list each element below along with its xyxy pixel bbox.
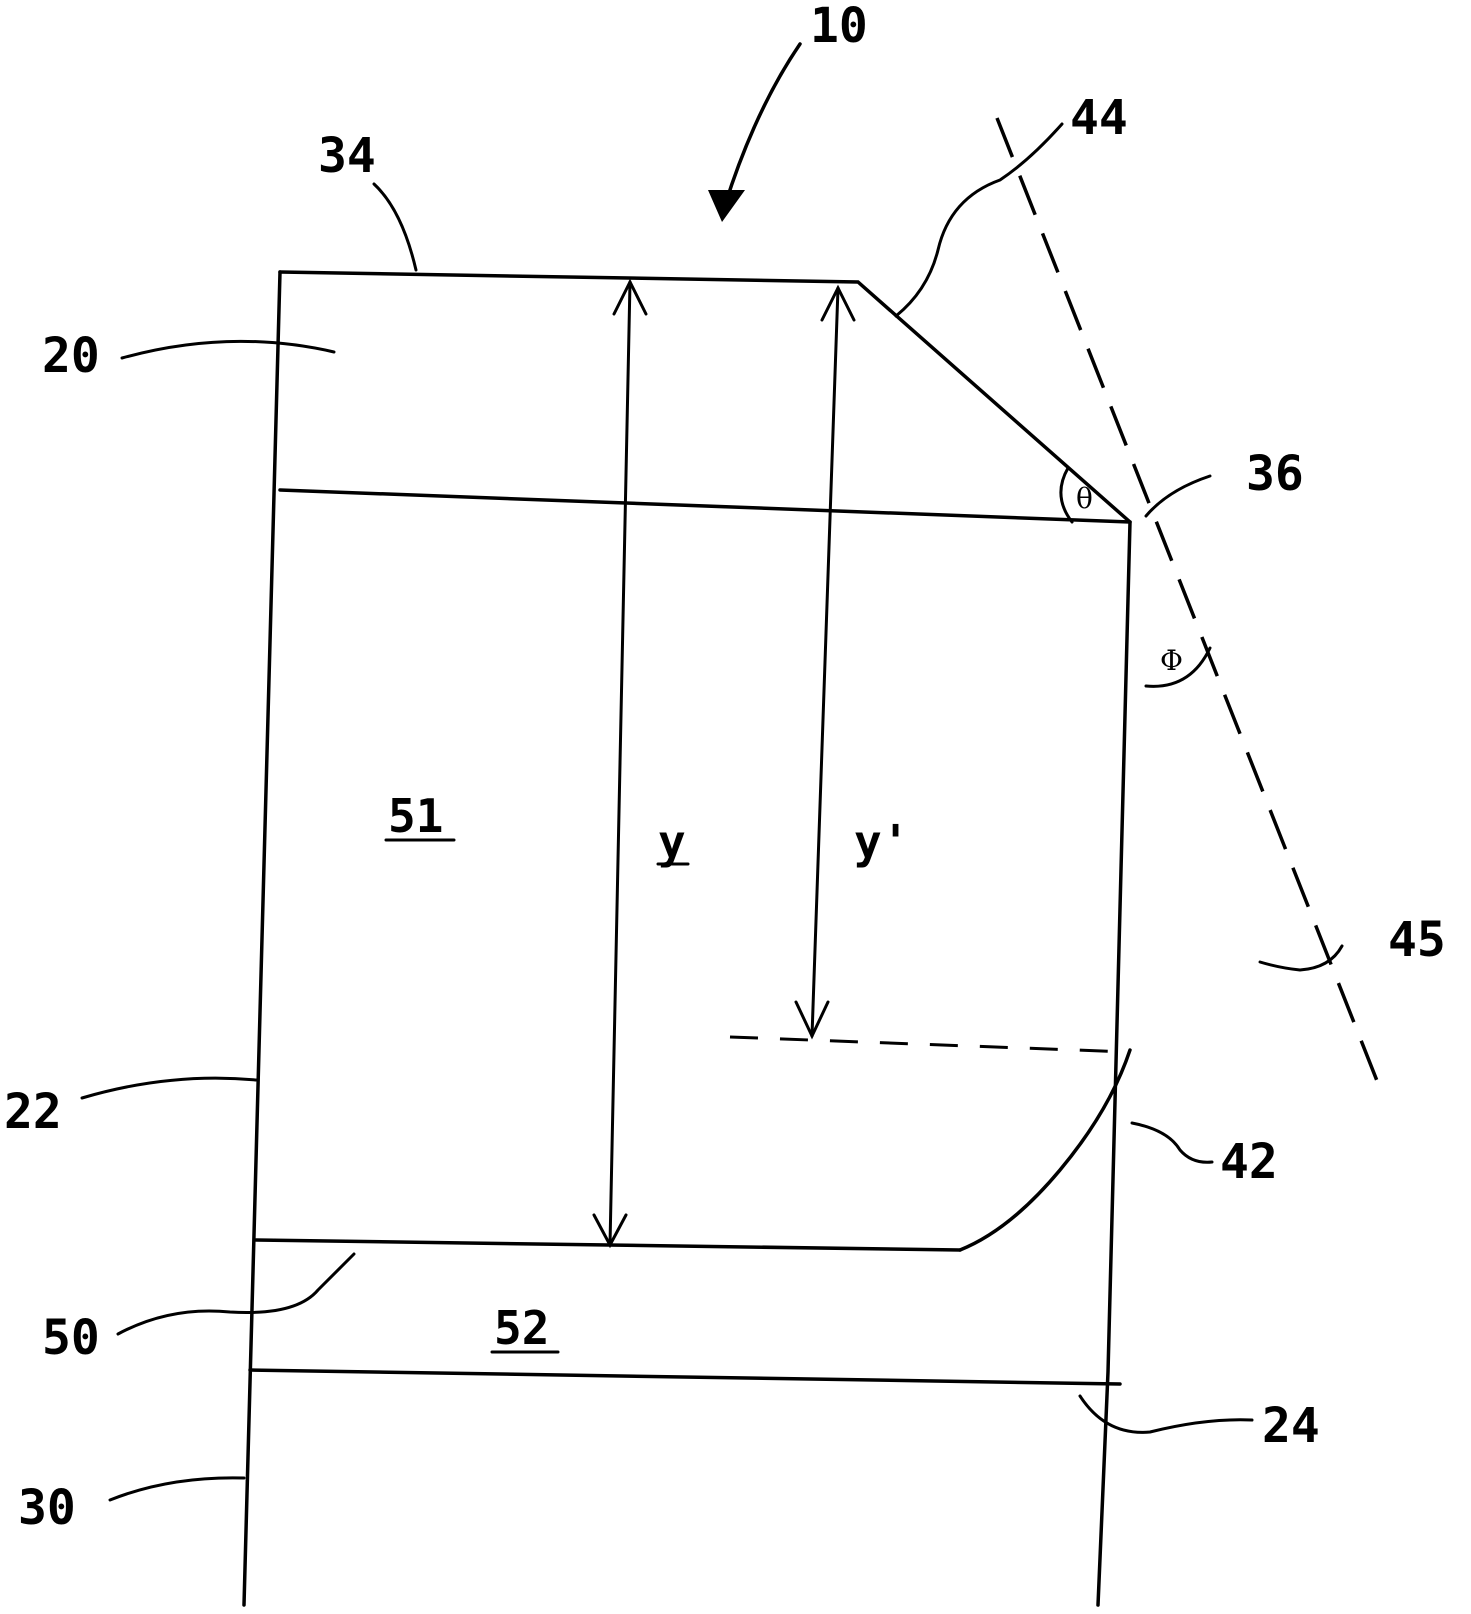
leader-20: [120, 339, 336, 360]
leader-34: [372, 182, 418, 272]
ref-24-label: 24: [1262, 1398, 1320, 1454]
dim-y-bottom-arrow: [592, 1213, 628, 1249]
theta-label: θ: [1076, 482, 1093, 515]
dim-y-prime-bottom-arrow: [794, 1000, 830, 1040]
ref-36-label: 36: [1246, 446, 1304, 502]
leader-30: [108, 1476, 246, 1502]
dim-y-prime-label: y': [854, 815, 909, 869]
base-line-24: [248, 1368, 1122, 1386]
region-52-label: 52: [494, 1301, 549, 1355]
ref-45-label: 45: [1388, 912, 1446, 968]
ref-10-label: 10: [810, 0, 868, 54]
leader-50: [116, 1252, 356, 1336]
dim-y-prime-top-arrow: [820, 284, 856, 322]
ref-42-label: 42: [1220, 1134, 1278, 1190]
left-wall-22: [242, 270, 282, 1607]
leader-44: [894, 122, 1064, 318]
dim-y-label: y: [658, 815, 686, 869]
leader-10-arrow: [723, 42, 802, 207]
leader-45: [1258, 944, 1344, 972]
theta-arc: [1059, 466, 1074, 524]
phi-label: Φ: [1160, 644, 1183, 677]
ref-44-label: 44: [1070, 90, 1128, 146]
leader-10-arrowhead: [708, 190, 745, 222]
leader-42: [1130, 1121, 1214, 1164]
region-51-label: 51: [388, 789, 443, 843]
dashed-level-line: [729, 1035, 1129, 1054]
ref-20-label: 20: [42, 328, 100, 384]
top-edge-34: [278, 270, 1132, 1607]
leader-24: [1078, 1394, 1254, 1434]
ref-50-label: 50: [42, 1310, 100, 1366]
ref-22-label: 22: [4, 1084, 62, 1140]
divider-line-36: [278, 488, 1132, 524]
leader-22: [80, 1076, 258, 1100]
curved-boundary-42: [958, 1048, 1132, 1252]
dim-y-top-arrow: [612, 278, 648, 316]
phi-arc: [1144, 646, 1212, 688]
boundary-50: [254, 1238, 962, 1252]
dim-y-prime-line: [810, 286, 840, 1038]
ref-34-label: 34: [318, 128, 376, 184]
dim-y-line: [608, 280, 632, 1247]
ref-30-label: 30: [18, 1480, 76, 1536]
dashed-line-45: [995, 117, 1385, 1097]
leader-36: [1144, 474, 1212, 518]
